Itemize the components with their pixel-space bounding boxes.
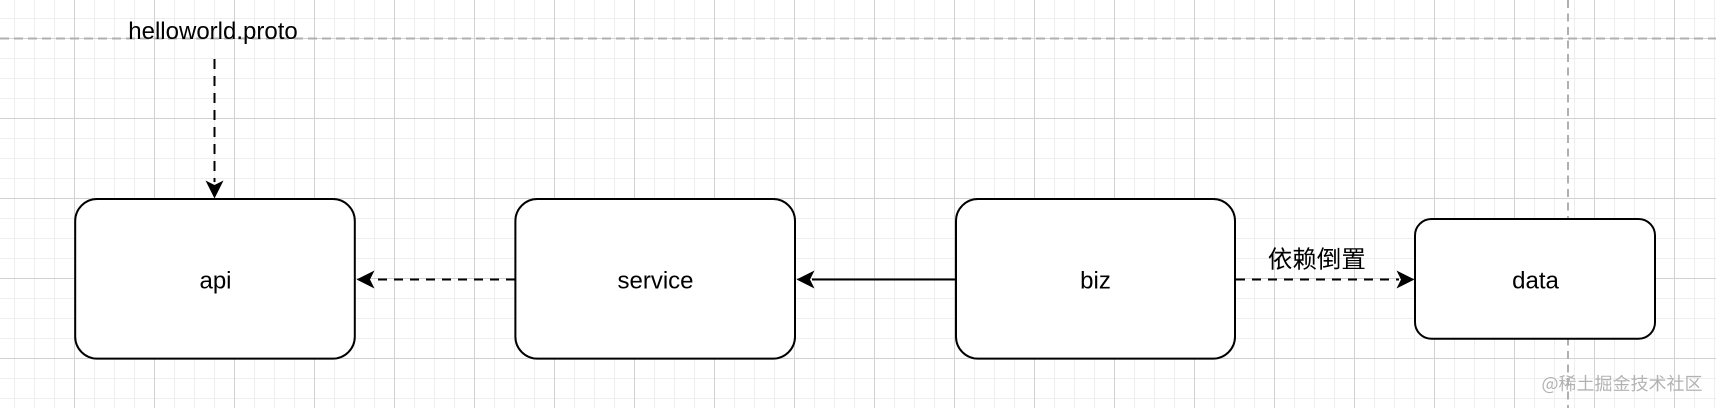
- svg-text:data: data: [1512, 268, 1559, 295]
- svg-text:helloworld.proto: helloworld.proto: [128, 18, 297, 45]
- svg-text:service: service: [617, 268, 693, 295]
- svg-text:api: api: [199, 268, 231, 295]
- svg-text:biz: biz: [1080, 268, 1111, 295]
